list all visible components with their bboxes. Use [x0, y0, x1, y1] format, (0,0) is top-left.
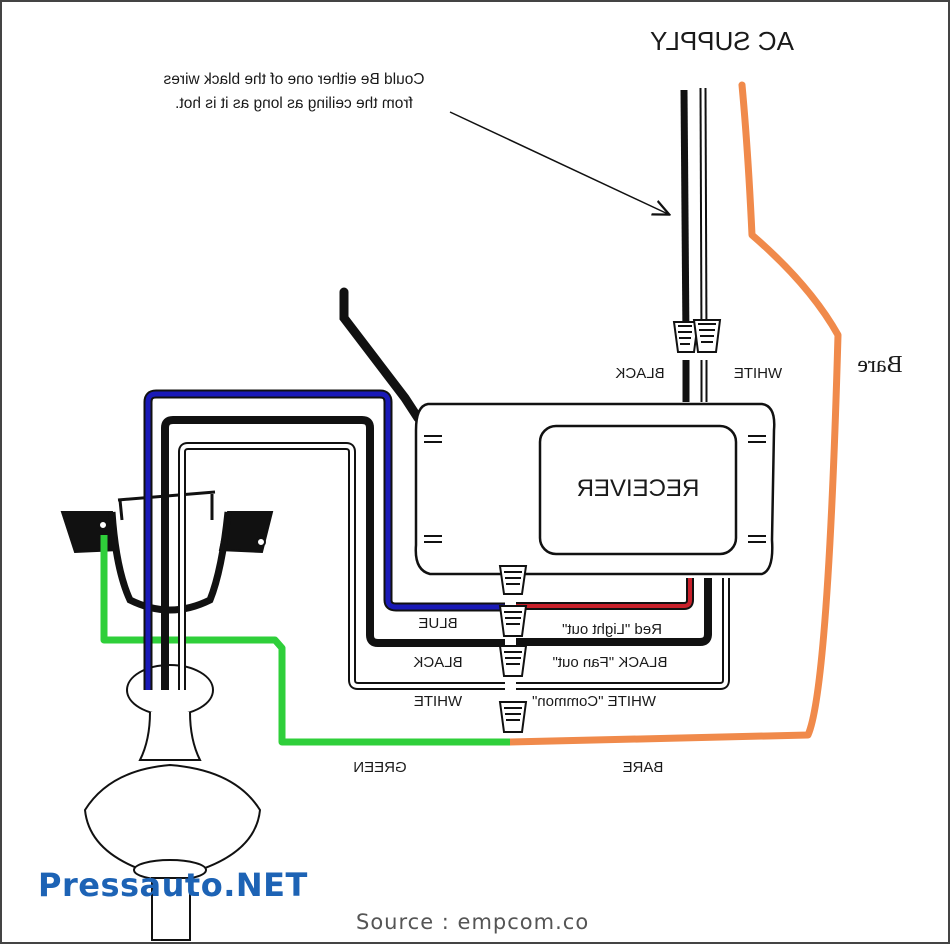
label-ac-supply: AC SUPPLY — [650, 26, 794, 56]
wire-nuts — [498, 565, 528, 733]
label-white-top: WHITE — [734, 365, 782, 382]
watermark: Pressauto.NET — [38, 866, 308, 904]
mounting-bracket — [60, 490, 274, 614]
black-wire-receiver — [516, 578, 712, 646]
label-black-top: BLACK — [615, 365, 664, 382]
label-receiver: RECEIVER — [577, 475, 700, 502]
label-blue: BLUE — [418, 615, 457, 632]
green-wire — [100, 535, 510, 746]
receiver-box — [414, 402, 776, 576]
label-bare-bottom: BARE — [623, 759, 664, 776]
source-caption: Source : empcom.co — [356, 910, 590, 934]
ac-supply-wires — [680, 87, 708, 402]
antenna-wire — [339, 287, 423, 423]
label-note-line1: Could Be either one of the black wires — [163, 71, 424, 88]
red-wire — [516, 578, 694, 610]
label-black-fan-out: BLACK "Fan out" — [553, 654, 668, 671]
label-bare-right: Bare — [857, 352, 902, 378]
label-white-common: WHITE "Common" — [532, 693, 656, 710]
fan-housing — [83, 664, 262, 941]
label-green: GREEN — [353, 759, 406, 776]
black-wire-fan — [161, 416, 505, 690]
annotation-arrow — [449, 111, 668, 214]
bare-wire — [506, 81, 842, 746]
label-white-left: WHITE — [414, 693, 462, 710]
label-red-light-out: Red "Light out" — [562, 621, 662, 638]
label-note-line2: from the ceiling as long as it is hot. — [175, 95, 413, 112]
top-wire-nuts — [672, 319, 722, 353]
label-black-left: BLACK — [413, 654, 462, 671]
